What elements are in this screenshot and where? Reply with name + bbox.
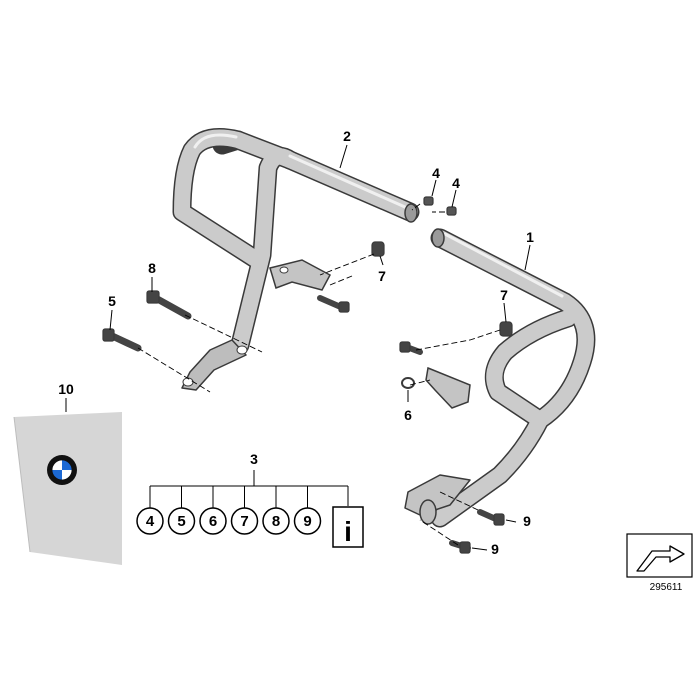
kit-item-circle (167, 507, 196, 535)
callout-7a: 7 (378, 268, 386, 284)
reference-number: 295611 (650, 582, 683, 593)
kit-item-8: 8 (262, 486, 290, 535)
kit-item-number: 8 (272, 513, 280, 530)
kit-item-number: 7 (240, 513, 248, 530)
callout-labels: 2 1 4 4 7 8 5 7 6 9 9 10 3 (58, 128, 534, 557)
fasteners (102, 196, 513, 554)
info-icon: i (332, 486, 364, 548)
mounting-bracket-right (401, 366, 471, 409)
kit-item-number: 4 (146, 513, 155, 530)
kit-item-4: 4 (136, 486, 164, 535)
assembly-lines (137, 203, 501, 546)
info-symbol: i (344, 516, 352, 547)
kit-item-circle (293, 507, 322, 535)
callout-2: 2 (343, 128, 351, 144)
kit-item-9: 9 (293, 486, 322, 535)
kit-item-number: 6 (209, 513, 217, 530)
kit-item-circle (262, 507, 290, 535)
kit-item-7: 7 (230, 486, 259, 535)
kit-item-circle (136, 507, 164, 535)
kit-contents-legend: 4 5 6 7 8 9 i (136, 470, 364, 548)
crash-bar-right (404, 228, 596, 528)
callout-9a: 9 (523, 513, 531, 529)
callout-5: 5 (108, 293, 116, 309)
callout-3: 3 (250, 451, 258, 467)
owners-manual (13, 412, 122, 565)
bmw-logo-icon (47, 455, 77, 485)
leader-lines (109, 144, 531, 551)
kit-item-5: 5 (167, 486, 196, 535)
kit-item-number: 9 (303, 513, 311, 530)
callout-6: 6 (404, 407, 412, 423)
callout-4a: 4 (432, 165, 440, 181)
kit-item-circle (230, 507, 259, 535)
callout-1: 1 (526, 229, 534, 245)
kit-item-6: 6 (199, 486, 227, 535)
callout-9b: 9 (491, 541, 499, 557)
callout-8: 8 (148, 260, 156, 276)
callout-10: 10 (58, 381, 74, 397)
crash-bar-left (172, 128, 420, 391)
reference-box: 295611 (626, 533, 693, 593)
callout-7b: 7 (500, 287, 508, 303)
kit-item-circle (199, 507, 227, 535)
arrow-icon (636, 545, 685, 572)
callout-4b: 4 (452, 175, 460, 191)
mounting-bracket-left (269, 259, 332, 291)
kit-item-number: 5 (177, 513, 185, 530)
